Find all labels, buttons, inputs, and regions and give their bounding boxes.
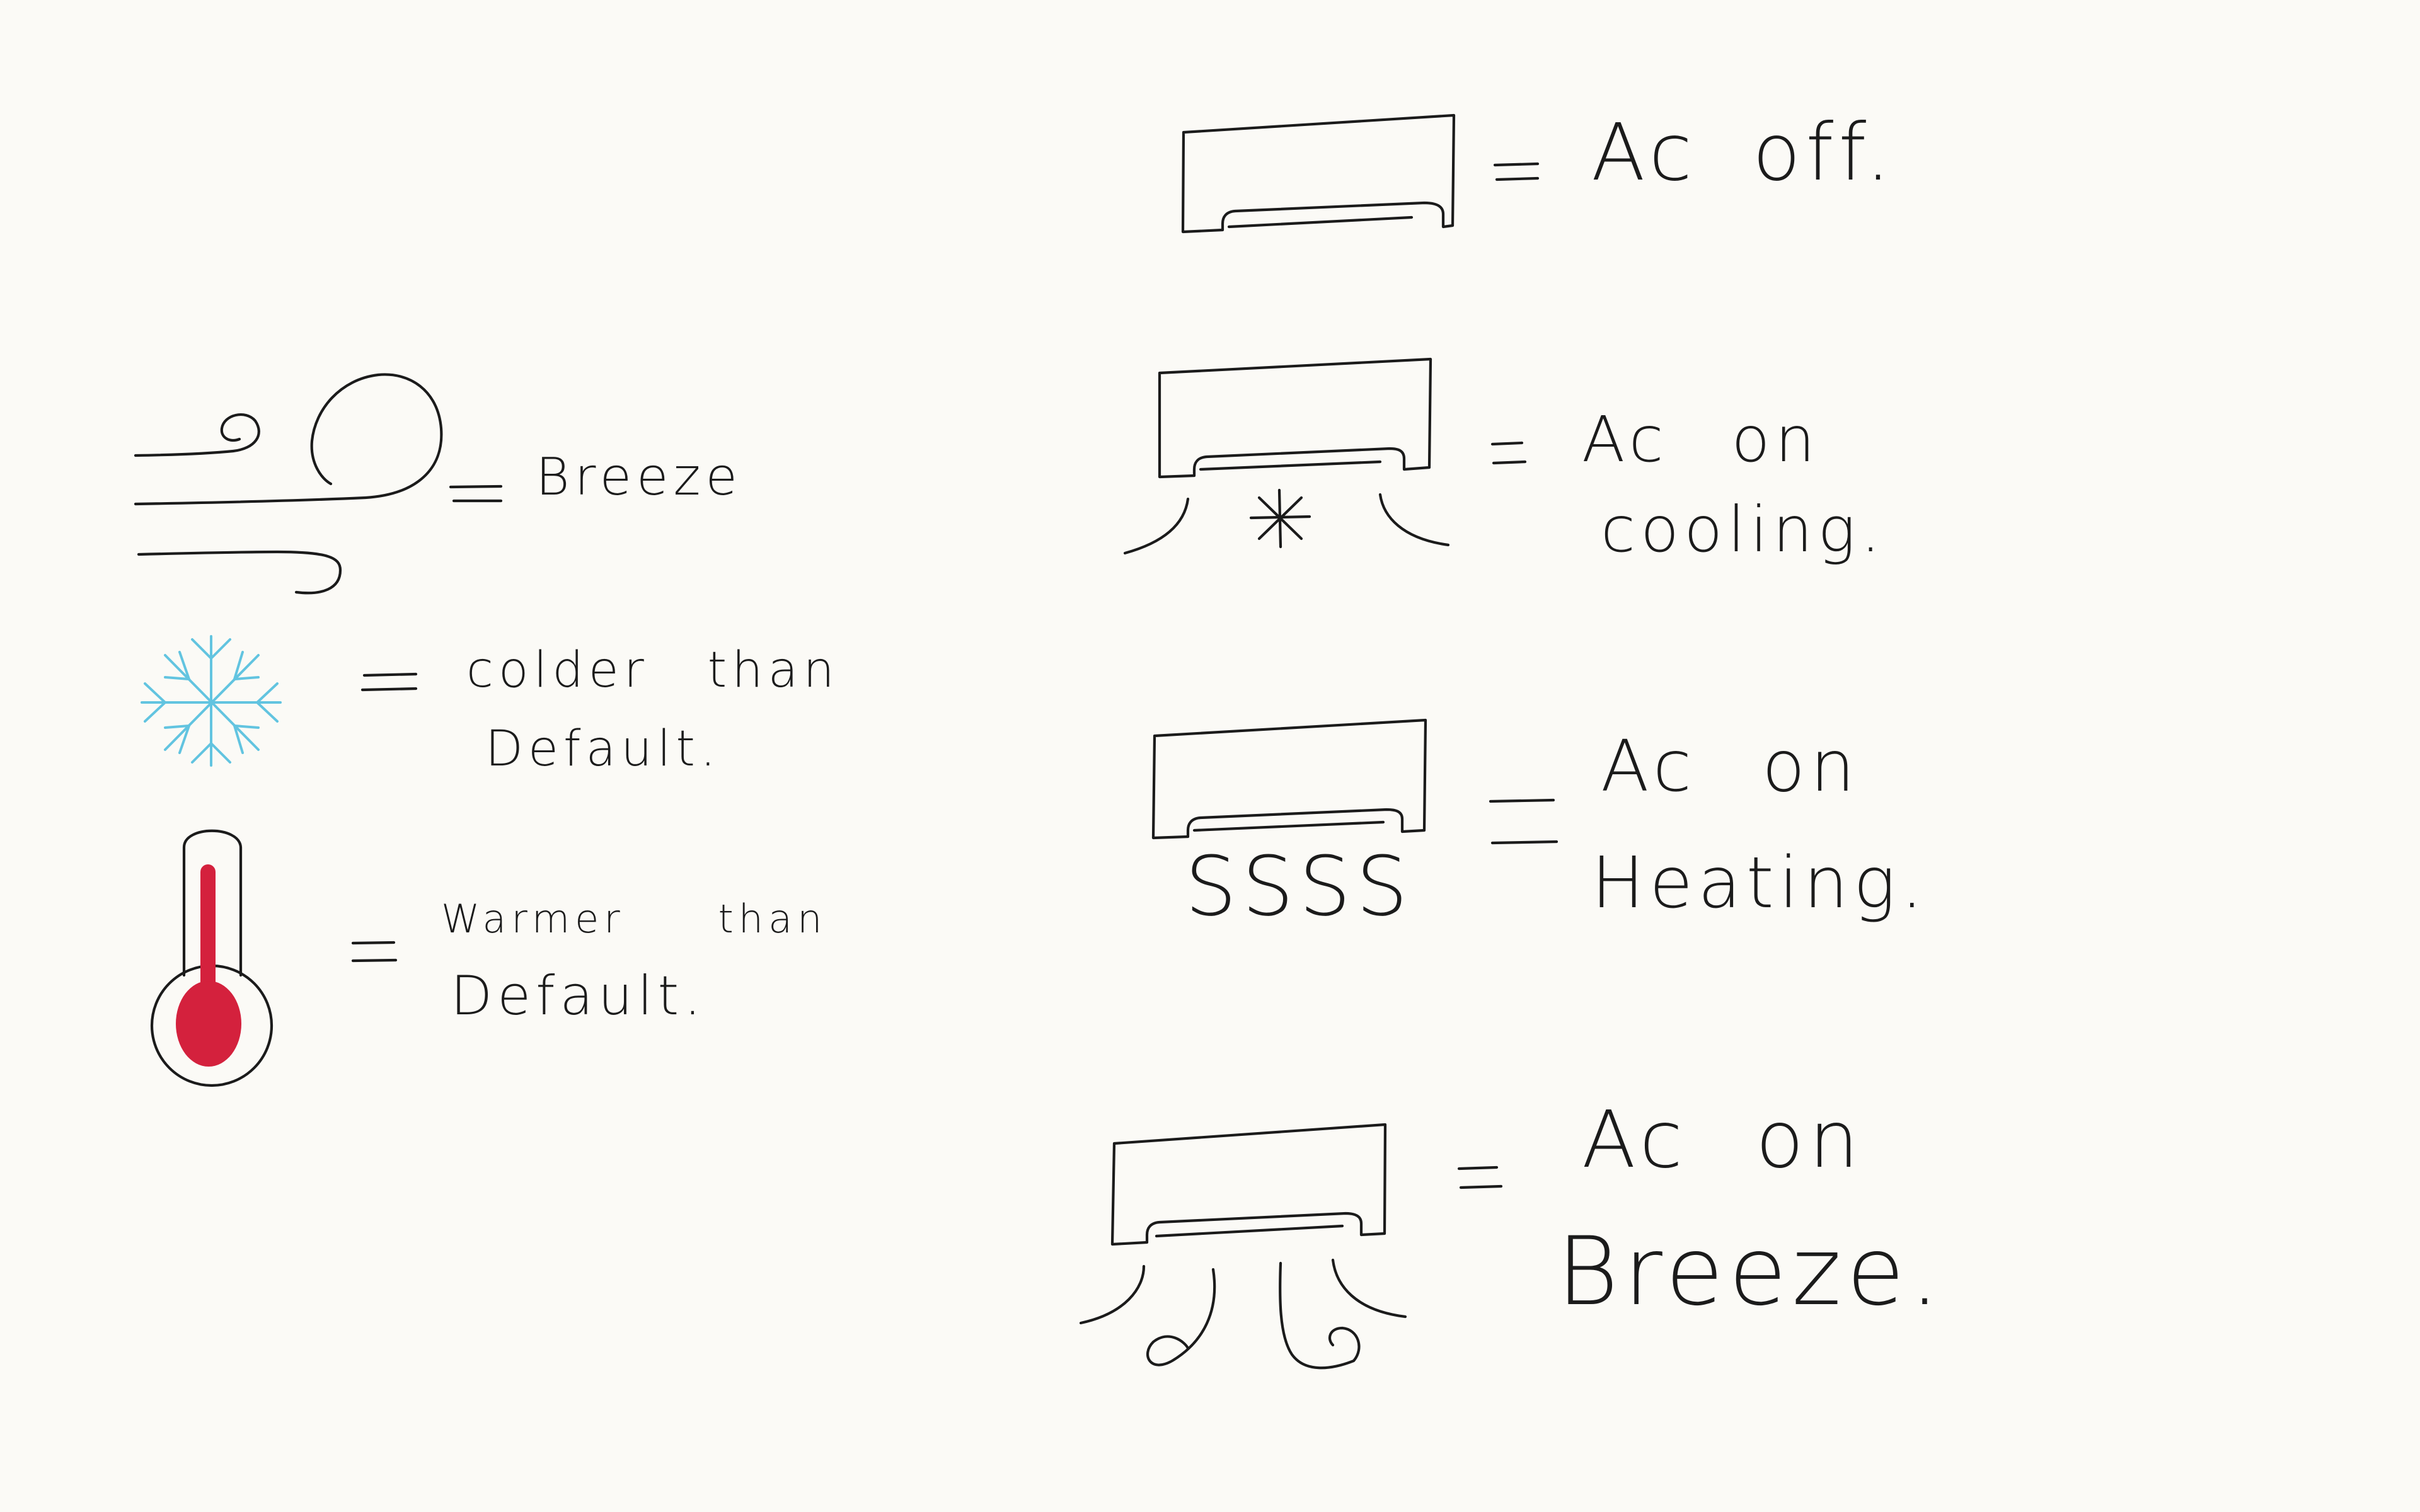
state-breeze-line2: Breeze. xyxy=(1557,1217,1945,1327)
legend-warm-line2: Default. xyxy=(451,965,706,1028)
ac-unit-heating-icon xyxy=(1151,718,1427,840)
ac-unit-cooling-icon xyxy=(1123,357,1450,555)
ac-unit-breeze-icon xyxy=(1079,1123,1407,1370)
breeze-icon xyxy=(134,373,443,595)
state-breeze-line1: Ac on xyxy=(1582,1094,1864,1186)
state-cooling-line2: cooling. xyxy=(1601,493,1886,566)
equals-sign xyxy=(360,672,418,692)
heat-waves-icon: SSSS xyxy=(1185,839,1413,934)
state-heating-line2: Heating. xyxy=(1591,842,1928,924)
snowflake-icon xyxy=(1249,488,1311,549)
state-heating-line1: Ac on xyxy=(1601,726,1860,808)
legend-cold-line1: colder than xyxy=(466,642,839,699)
legend-breeze-label: Breeze xyxy=(536,447,742,507)
equals-sign xyxy=(449,484,503,503)
snowflake-icon xyxy=(141,635,282,767)
legend-warm-line1: Warmer than xyxy=(441,896,827,942)
equals-sign xyxy=(1457,1166,1503,1189)
legend-cold-line2: Default. xyxy=(485,721,721,777)
equals-sign xyxy=(1489,798,1559,845)
state-cooling-line1: Ac on xyxy=(1582,403,1820,476)
equals-sign xyxy=(1493,162,1540,181)
thermometer-icon xyxy=(150,829,274,1087)
state-off-label: Ac off. xyxy=(1591,107,1896,198)
ac-unit-off-icon xyxy=(1181,113,1456,234)
equals-sign xyxy=(351,941,398,963)
equals-sign xyxy=(1490,441,1527,465)
